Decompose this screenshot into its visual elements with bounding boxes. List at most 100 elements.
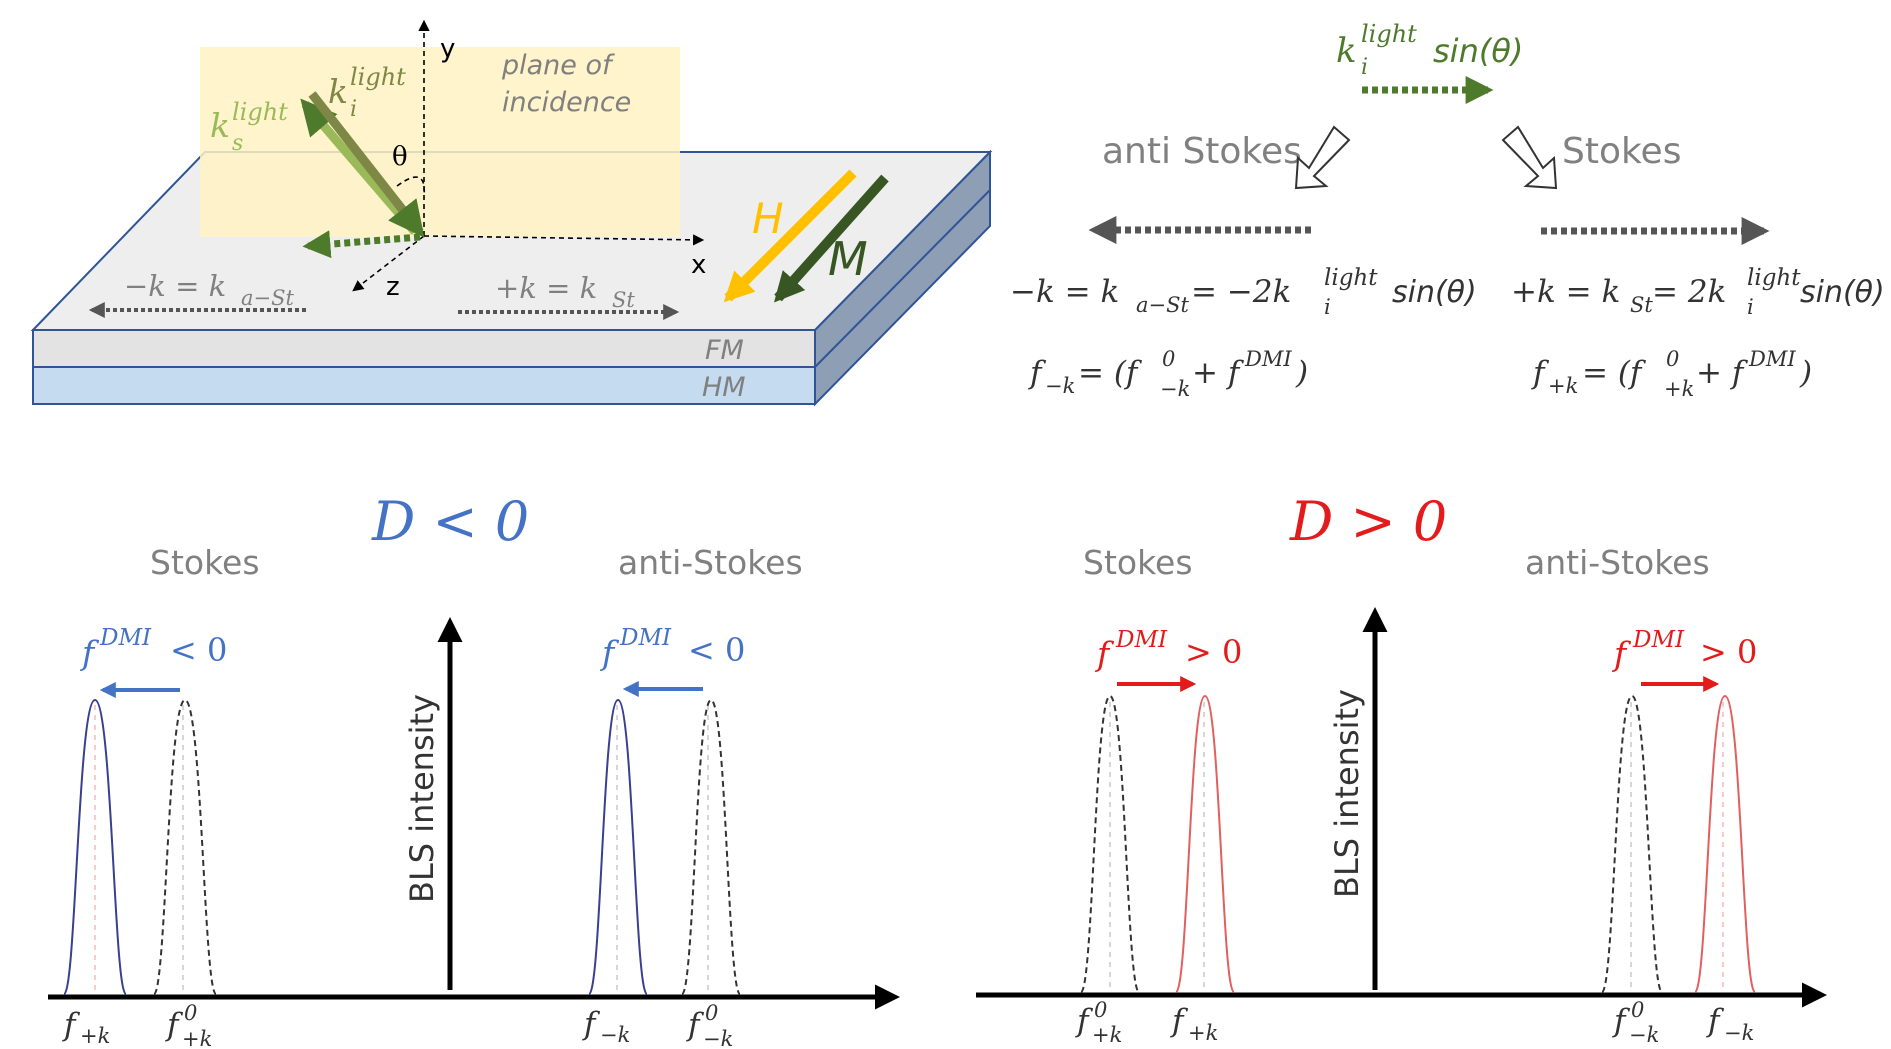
svg-text:−k = k: −k = k — [124, 269, 226, 303]
svg-text:light: light — [1361, 20, 1417, 48]
peak-f-minus-k — [588, 698, 648, 995]
svg-text:f: f — [599, 633, 620, 672]
svg-text:= (f: = (f — [1582, 355, 1647, 391]
svg-text:= 2k: = 2k — [1652, 274, 1726, 310]
peak-f-minus-k-right — [1694, 694, 1756, 993]
panel-right-stokes: Stokes — [1083, 543, 1193, 582]
m-label: M — [828, 232, 868, 286]
svg-text:= (f: = (f — [1078, 355, 1143, 391]
svg-text:DMI: DMI — [1748, 347, 1796, 371]
panel-left-title: D < 0 — [371, 490, 529, 553]
panel-left-anti-stokes: anti-Stokes — [618, 543, 803, 582]
svg-text:DMI: DMI — [1244, 347, 1292, 371]
peak-f0-minus-k-right — [1601, 694, 1663, 993]
svg-text:< 0: < 0 — [170, 631, 227, 669]
svg-text:i: i — [1361, 55, 1368, 80]
svg-text:i: i — [350, 97, 357, 122]
svg-text:f: f — [582, 1006, 601, 1042]
svg-text:DMI: DMI — [619, 625, 672, 651]
svg-text:DMI: DMI — [1115, 627, 1168, 653]
svg-text:DMI: DMI — [1632, 627, 1685, 653]
right-f-equation: f +k = (f 0 +k + f DMI ) — [1531, 347, 1812, 401]
peak-f-plus-k-right — [1175, 694, 1235, 993]
svg-text:k: k — [328, 72, 348, 111]
fm-label: FM — [705, 335, 744, 366]
svg-text:): ) — [1799, 355, 1812, 391]
ki-arrow — [308, 91, 425, 238]
svg-text:< 0: < 0 — [688, 631, 745, 669]
panel-left-stokes-peaks — [63, 682, 217, 995]
svg-text:−k: −k — [600, 1023, 630, 1047]
svg-text:St: St — [1630, 293, 1653, 317]
panel-left-axis-label: BLS intensity — [403, 694, 441, 903]
svg-text:+k = k: +k = k — [495, 271, 597, 305]
plane-label-1: plane of — [501, 50, 615, 81]
svg-text:i: i — [1324, 295, 1331, 319]
svg-text:0: 0 — [1162, 347, 1175, 371]
hm-layer-front — [32, 366, 816, 405]
svg-text:0: 0 — [1094, 998, 1107, 1022]
svg-text:−k: −k — [1629, 1023, 1659, 1047]
svg-text:> 0: > 0 — [1185, 633, 1242, 671]
svg-text:light: light — [1747, 265, 1801, 291]
svg-text:sin(θ): sin(θ) — [1433, 32, 1523, 70]
svg-text:+k = k: +k = k — [1511, 274, 1620, 310]
svg-text:0: 0 — [184, 1001, 197, 1025]
svg-text:+ f: + f — [1696, 355, 1749, 391]
panel-left-fdmi-label-1: f DMI < 0 — [79, 625, 227, 672]
x-axis — [423, 234, 705, 246]
svg-text:= −2k: = −2k — [1191, 274, 1291, 310]
svg-text:+k: +k — [1188, 1021, 1218, 1045]
panel-left-anti-stokes-peaks — [588, 681, 741, 995]
svg-text:light: light — [232, 98, 288, 126]
svg-text:0: 0 — [705, 1001, 718, 1025]
plus-k-label: +k = k St — [495, 271, 635, 312]
m-arrow — [774, 174, 889, 303]
h-label: H — [752, 194, 784, 243]
equations: k light i sin(θ) anti Stokes Stokes −k =… — [1010, 20, 1885, 401]
svg-text:−k: −k — [1724, 1021, 1754, 1045]
peak-f0-minus-k — [681, 698, 741, 995]
svg-text:+k: +k — [80, 1024, 110, 1048]
left-f-equation: f −k = (f 0 −k + f DMI ) — [1028, 347, 1308, 401]
svg-text:+k: +k — [1664, 377, 1694, 401]
svg-text:i: i — [1747, 295, 1754, 319]
svg-text:f: f — [1611, 634, 1632, 673]
anti-stokes-label: anti Stokes — [1102, 131, 1302, 172]
panel-right-fdmi-label-2: f DMI > 0 — [1611, 627, 1757, 673]
plane-of-incidence — [200, 47, 680, 237]
minus-k-label: −k = k a−St — [124, 269, 295, 310]
svg-text:+ f: + f — [1192, 355, 1245, 391]
anti-stokes-hollow-arrow — [1294, 125, 1351, 190]
x-axis-label: x — [691, 250, 706, 280]
svg-text:f: f — [79, 633, 100, 672]
svg-text:−k = k: −k = k — [1010, 274, 1119, 310]
stokes-hollow-arrow — [1501, 125, 1558, 190]
svg-text:+k: +k — [1548, 374, 1578, 398]
svg-text:−k: −k — [1045, 374, 1075, 398]
peak-f-plus-k — [63, 698, 127, 995]
left-k-equation: −k = k a−St = −2k light i sin(θ) — [1010, 265, 1477, 319]
svg-text:St: St — [612, 288, 635, 312]
surface-k-arrow — [302, 230, 421, 259]
theta-arc — [396, 176, 426, 197]
panel-right-stokes-peaks — [1080, 676, 1235, 993]
svg-text:−k: −k — [1160, 377, 1190, 401]
ki-label: k light i — [328, 63, 406, 122]
panel-right-anti-stokes-peaks — [1601, 676, 1756, 993]
panel-right-fdmi-label-1: f DMI > 0 — [1094, 627, 1242, 673]
svg-text:+k: +k — [182, 1027, 212, 1049]
panel-d-negative: D < 0 Stokes anti-Stokes BLS intensity f… — [48, 490, 900, 1049]
y-axis-label: y — [440, 34, 455, 64]
peak-f0-plus-k-right — [1080, 694, 1140, 993]
peak-f0-plus-k — [153, 698, 217, 995]
svg-text:0: 0 — [1666, 347, 1679, 371]
plane-label-2: incidence — [502, 87, 631, 118]
svg-text:light: light — [350, 63, 406, 91]
svg-text:DMI: DMI — [99, 625, 152, 651]
theta-label: θ — [392, 142, 408, 172]
z-axis-label: z — [386, 272, 400, 302]
h-field-arrow — [723, 169, 857, 303]
panel-right-tick-labels: f 0 +k f +k f 0 −k f −k — [1075, 998, 1754, 1047]
z-axis — [352, 235, 425, 292]
